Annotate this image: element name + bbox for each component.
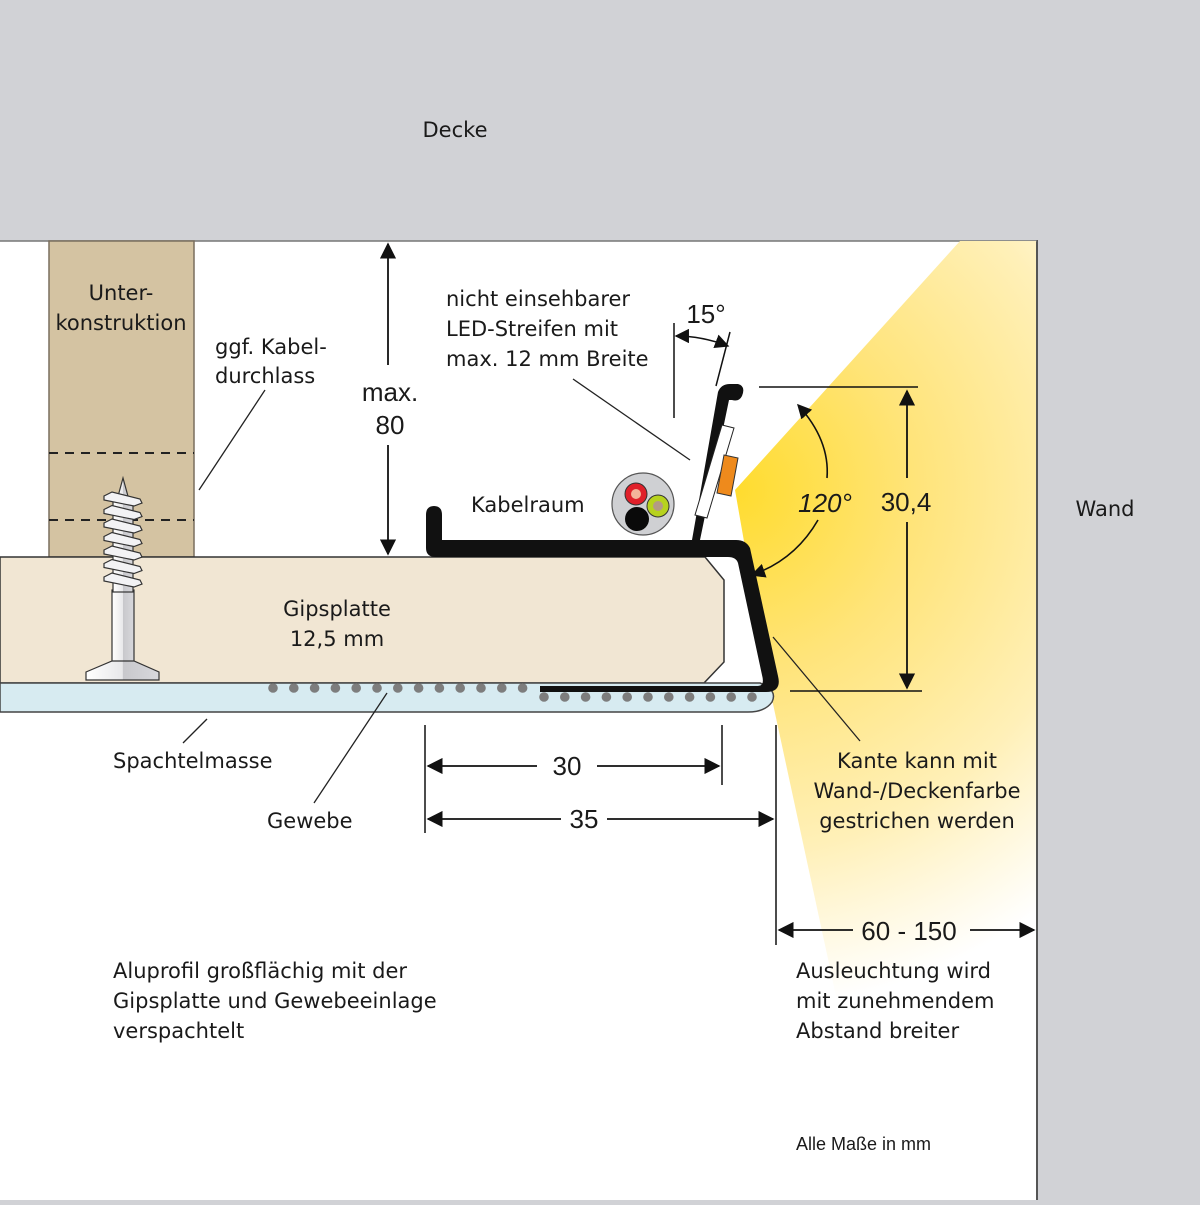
label-plasterboard-1: Gipsplatte (283, 597, 391, 621)
mesh-dot (309, 683, 320, 693)
label-led-strip-2: LED-Streifen mit (446, 317, 618, 341)
cable-icon (611, 472, 675, 536)
note-light-2: mit zunehmendem (796, 989, 994, 1013)
mesh-dot (413, 683, 424, 693)
screw-thread (103, 518, 143, 534)
led-chip (716, 454, 739, 497)
note-profile-3: verspachtelt (113, 1019, 244, 1043)
screw-thread (103, 572, 143, 588)
label-dim-outer: 35 (570, 804, 599, 834)
mesh-dot (705, 692, 716, 702)
mesh-dot (643, 692, 653, 702)
mesh-dot (393, 683, 403, 693)
screw-icon (85, 475, 160, 681)
label-filler: Spachtelmasse (113, 749, 273, 773)
mesh-dot (268, 683, 278, 693)
label-max-2: 80 (376, 410, 405, 440)
label-edge-paint-2: Wand-/Deckenfarbe (813, 779, 1020, 803)
mesh-dot (434, 683, 445, 693)
mesh-dot (622, 692, 632, 702)
mesh-dot (351, 683, 362, 693)
label-wall: Wand (1076, 497, 1135, 521)
beam-angle-arc-top (797, 403, 829, 479)
mesh-dot (455, 683, 466, 693)
screw-thread (103, 558, 143, 575)
label-edge-paint-1: Kante kann mit (837, 749, 997, 773)
note-light-1: Ausleuchtung wird (796, 959, 991, 983)
mesh-dot (539, 692, 549, 702)
label-edge-paint-3: gestrichen werden (819, 809, 1015, 833)
mesh-dot (684, 692, 695, 702)
label-led-strip-3: max. 12 mm Breite (446, 347, 649, 371)
leader-led-strip (572, 378, 691, 461)
label-plasterboard-2: 12,5 mm (290, 627, 384, 651)
label-cable-passage-1: ggf. Kabel- (215, 335, 327, 359)
label-mesh: Gewebe (267, 809, 353, 833)
screw-thread (103, 545, 143, 561)
leader-mesh (313, 692, 388, 804)
mesh-dot (747, 692, 757, 702)
screw-thread (103, 531, 143, 548)
mesh-dot (601, 692, 612, 702)
label-ceiling: Decke (423, 118, 488, 142)
beam-angle-arc-bottom (750, 519, 819, 578)
label-cable-space: Kabelraum (471, 493, 585, 517)
mesh-dot (330, 683, 341, 693)
mesh-dot (517, 683, 528, 693)
label-substructure-2: konstruktion (55, 311, 186, 335)
mesh-dot (664, 692, 674, 702)
mesh-dot (560, 692, 570, 702)
label-wall-distance: 60 - 150 (861, 916, 956, 946)
note-light-3: Abstand breiter (796, 1019, 959, 1043)
leader-edge-paint (772, 636, 861, 742)
mesh-dot (497, 683, 507, 693)
label-beam-angle: 120° (798, 488, 852, 518)
leader-filler (182, 718, 208, 744)
mesh-dot (476, 683, 486, 693)
note-profile-1: Aluprofil großflächig mit der (113, 959, 407, 983)
screw-thread (103, 504, 143, 521)
label-profile-height: 30,4 (881, 487, 932, 517)
tilt-angle-arc (674, 328, 730, 349)
note-profile-2: Gipsplatte und Gewebeeinlage (113, 989, 437, 1013)
label-tilt-angle: 15° (686, 299, 725, 329)
label-dim-inner: 30 (553, 751, 582, 781)
label-cable-passage-2: durchlass (215, 364, 315, 388)
label-max-1: max. (362, 377, 418, 407)
light-cone (735, 241, 1036, 1200)
mesh-dot (580, 692, 591, 702)
label-substructure-1: Unter- (89, 281, 154, 305)
screw-thread (103, 491, 143, 507)
mesh-dots (268, 683, 757, 702)
mesh-dot (289, 683, 299, 693)
label-led-strip-1: nicht einsehbarer (446, 287, 630, 311)
mesh-dot (372, 683, 382, 693)
note-units: Alle Maße in mm (796, 1134, 931, 1154)
led-strip-carrier (694, 424, 735, 519)
leader-cable-passage (198, 389, 266, 491)
mesh-dot (726, 692, 736, 702)
